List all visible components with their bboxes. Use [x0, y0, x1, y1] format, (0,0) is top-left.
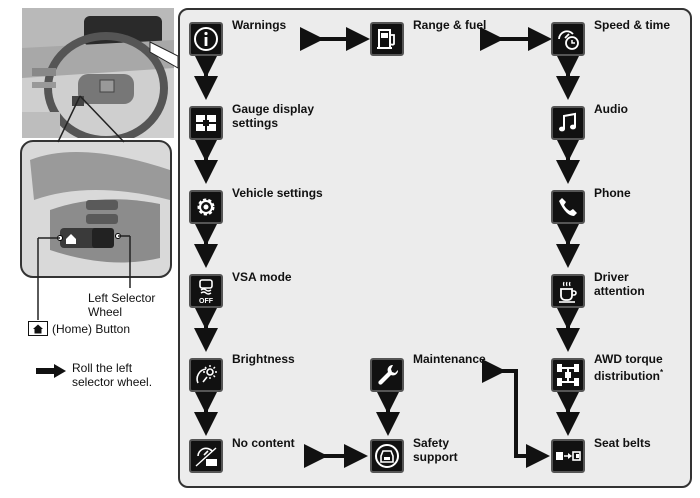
dashboard-illustration: [22, 8, 174, 138]
brightness-icon: [196, 365, 217, 384]
home-icon: [33, 324, 43, 333]
info-icon: [194, 27, 218, 51]
seat-belt-icon: [556, 451, 581, 461]
no-content-label: No content: [232, 436, 295, 450]
phone-tile: [551, 190, 585, 224]
fuel-pump-icon: [377, 29, 395, 49]
gear-icon: [197, 198, 215, 216]
gauge-display-label: Gauge display settings: [232, 102, 315, 130]
speed-time-label: Speed & time: [594, 18, 671, 32]
speed-time-tile: [551, 22, 585, 56]
awd-icon: [557, 364, 579, 386]
vehicle-settings-tile: [189, 190, 223, 224]
vsa-mode-label: VSA mode: [232, 270, 292, 284]
brightness-tile: [189, 358, 223, 392]
no-content-icon: [195, 447, 217, 467]
awd-torque-label: AWD torque distribution*: [594, 352, 663, 383]
warnings-label: Warnings: [232, 18, 287, 32]
seat-belts-tile: [551, 439, 585, 473]
range-fuel-tile: [370, 22, 404, 56]
vsa-off-text: OFF: [199, 298, 214, 305]
gauge-layout-icon: [196, 115, 216, 131]
no-content-tile: [189, 439, 223, 473]
vehicle-settings-label: Vehicle settings: [232, 186, 323, 200]
awd-torque-text: AWD torque distribution: [594, 352, 663, 383]
home-button-badge: [28, 321, 48, 336]
awd-footnote-mark: *: [660, 368, 664, 377]
driver-attention-label: Driver attention: [594, 270, 645, 298]
gauge-display-tile: [189, 106, 223, 140]
range-fuel-label: Range & fuel: [413, 18, 487, 32]
speedometer-clock-icon: [558, 30, 579, 50]
audio-label: Audio: [594, 102, 628, 116]
menu-flow-panel: [178, 8, 692, 488]
safety-support-tile: [370, 439, 404, 473]
maintenance-label: Maintenance: [413, 352, 486, 366]
vsa-off-icon: OFF: [199, 279, 214, 305]
music-note-icon: [559, 112, 576, 132]
safety-support-label: Safety support: [413, 436, 458, 464]
wrench-icon: [378, 364, 399, 385]
roll-arrow-icon: [36, 364, 66, 378]
driver-attention-tile: [551, 274, 585, 308]
audio-tile: [551, 106, 585, 140]
phone-icon: [559, 198, 577, 216]
awd-torque-tile: [551, 358, 585, 392]
safety-support-icon: [375, 444, 399, 468]
roll-instruction: Roll the left selector wheel.: [72, 361, 153, 389]
phone-label: Phone: [594, 186, 631, 200]
warnings-tile: [189, 22, 223, 56]
coffee-cup-icon: [559, 281, 577, 303]
brightness-label: Brightness: [232, 352, 295, 366]
selector-wheel-label: Left Selector Wheel: [88, 291, 156, 319]
home-button-label: (Home) Button: [52, 322, 131, 336]
vsa-mode-tile: OFF: [189, 274, 223, 308]
seat-belts-label: Seat belts: [594, 436, 651, 450]
maintenance-tile: [370, 358, 404, 392]
steering-wheel-closeup: [20, 140, 172, 278]
